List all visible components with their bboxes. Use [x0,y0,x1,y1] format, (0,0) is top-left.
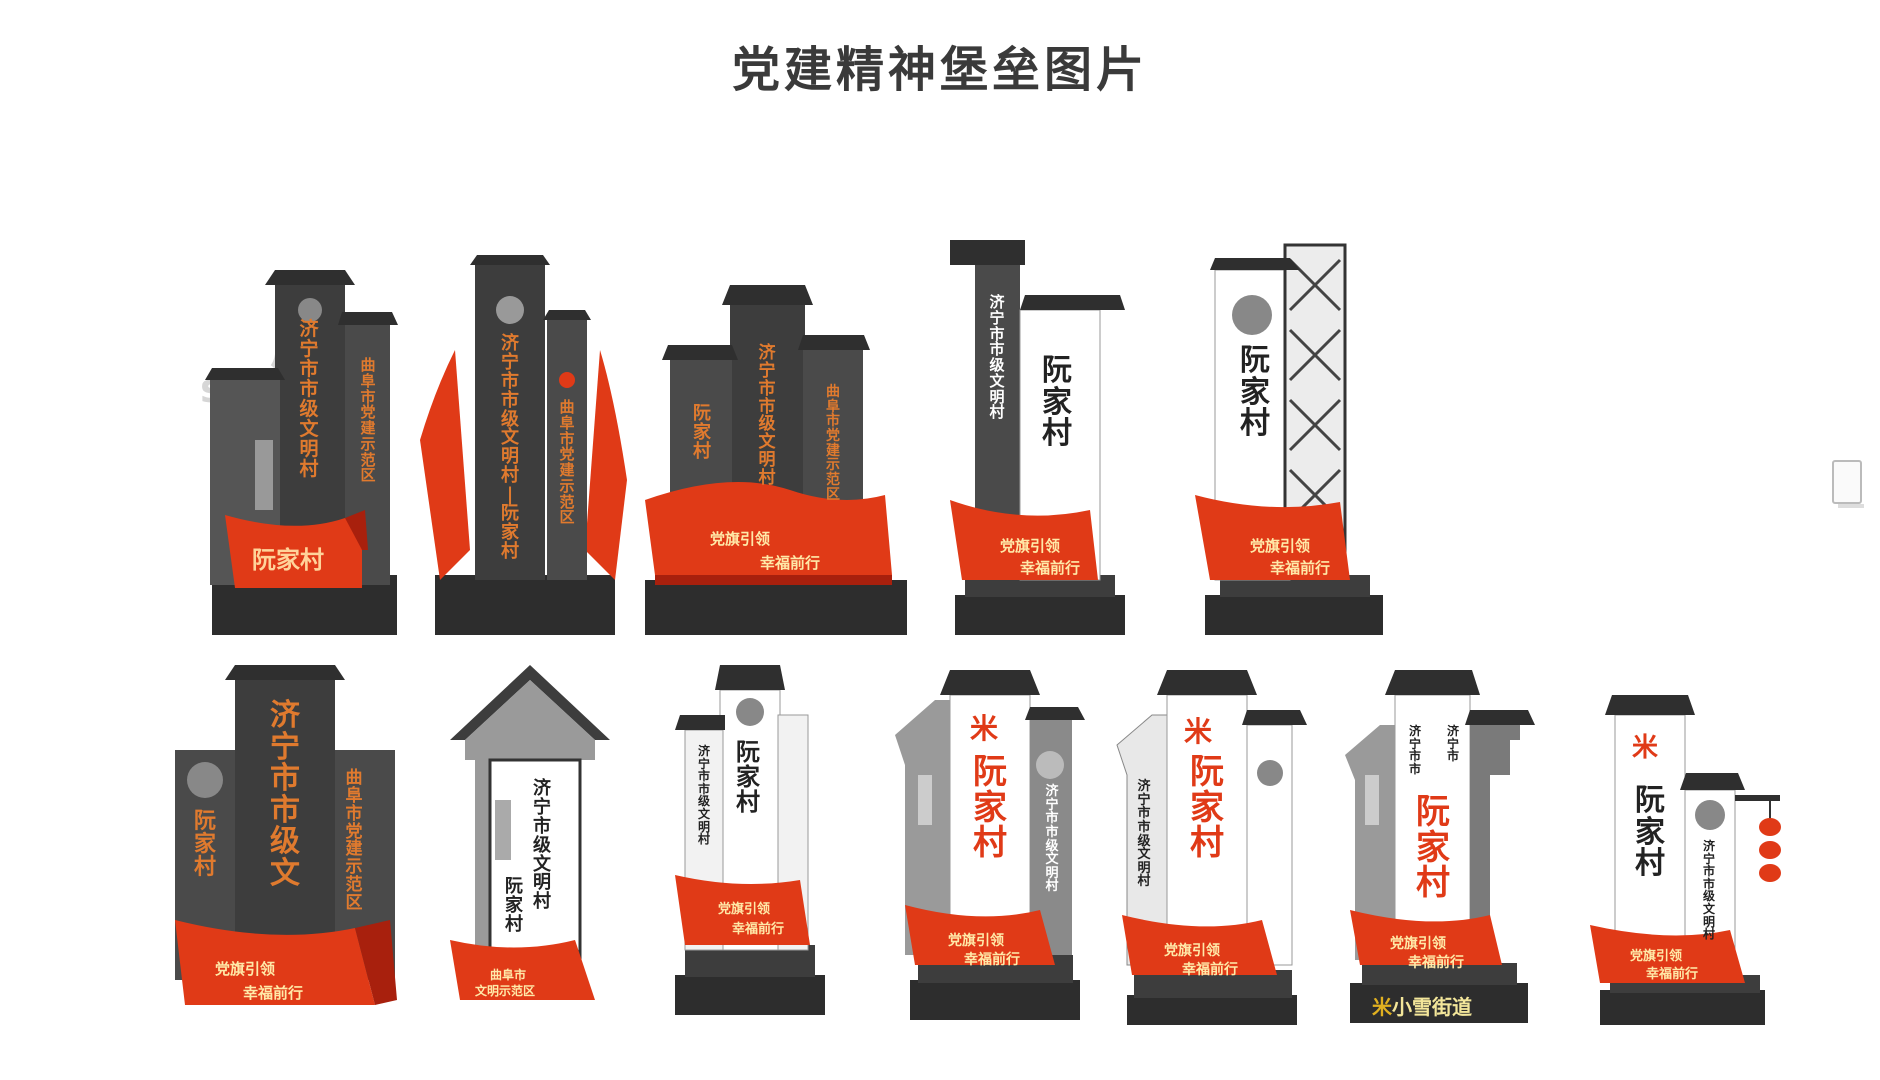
monument-3-shape [645,285,907,635]
slogan-1: 党旗引领 [1630,949,1683,964]
vertical-text-village: 阮家村 [1240,343,1270,441]
monument-9-shape [895,670,1085,1020]
vertical-text-civil: 济宁市市级文明村 [1702,839,1715,942]
slogan-2: 幸福前行 [964,952,1020,968]
page-title: 党建精神堡垒图片 [731,42,1148,98]
monument-5-shape [1195,243,1383,635]
monument-8-shape [675,665,825,1015]
vertical-text-village: 阮家村 [1635,783,1665,881]
monument-6: 济宁市市级文 阮家村 曲阜市党建示范区 党旗引领 幸福前行 [165,660,405,1020]
slogan-2: 幸福前行 [1020,559,1081,577]
monument-12-shape [1590,695,1781,1025]
vertical-text-civil: 济宁市级文明村 [533,778,551,913]
monument-1: 济宁市市级文明村 曲阜市党建示范区 阮家村 [200,250,410,640]
slogan-2: 幸福前行 [1646,967,1699,982]
vertical-text-village: 阮家村 [1042,353,1072,451]
vertical-text-demo: 曲阜市党建示范区 [360,356,376,485]
slogan-1: 党旗引领 [215,960,276,978]
slogan-1: 党旗引领 [948,933,1004,949]
monument-6-shape [175,665,397,1005]
slogan-2: 幸福前行 [760,554,821,572]
vertical-text-civil: 济宁市市级文 [270,698,300,891]
vertical-text-village: 阮家村 [973,752,1007,864]
slogan-2: 幸福前行 [1182,962,1238,978]
monument-7-shape [450,665,610,1000]
monument-12: 米 阮家村 济宁市市级文明村 党旗引领 幸福前行 [1580,685,1800,1025]
vertical-text-civil: 济宁市市级文明村|阮家村 [501,333,519,562]
slogan-1: 党旗引领 [718,902,771,917]
document-icon[interactable] [1832,460,1864,508]
vertical-text-civil: 济宁市市级文明村 [299,318,319,480]
vertical-text-village: 阮家村 [505,876,523,935]
slogan-1: 党旗引领 [1390,936,1446,952]
monument-11: 济宁市市 济宁市 阮家村 党旗引领 幸福前行 米小雪街道 [1340,665,1550,1025]
mini-logo-text: 米 [970,712,999,745]
slogan-2: 幸福前行 [1270,559,1331,577]
slogan-1: 党旗引领 [1164,943,1220,959]
vertical-text-demo: 曲阜市党建示范区 [345,768,363,913]
monument-2-shape [420,255,627,635]
vertical-text-demo: 曲阜市党建示范区 [559,398,575,527]
vertical-text-village: 阮家村 [736,738,760,817]
vertical-text-village: 阮家村 [1416,792,1450,904]
monument-8: 济宁市市级文明村 阮家村 党旗引领 幸福前行 [670,660,830,1020]
monument-7: 济宁市级文明村 阮家村 曲阜市 文明示范区 [445,660,625,1020]
street-sign: 米小雪街道 [1372,995,1472,1019]
vertical-text-civil: 济宁市市级文明村 [1137,779,1151,890]
vertical-text-demo: 曲阜市党建示范区 [826,384,840,503]
monument-10: 米 阮家村 济宁市市级文明村 党旗引领 幸福前行 [1112,665,1317,1025]
slogan-2: 幸福前行 [732,922,785,937]
vertical-text-village: 阮家村 [193,809,216,881]
mini-logo-text: 米 [1632,733,1659,763]
vertical-text-village: 阮家村 [693,403,711,462]
monument-9: 米 阮家村 济宁市市级文明村 党旗引领 幸福前行 [890,665,1100,1025]
mini-logo-text: 米 [1184,715,1213,748]
street-logo-icon: 米 [1372,995,1392,1019]
monument-4-shape [950,240,1125,635]
vertical-text-civil-2: 济宁市 [1446,724,1459,764]
vertical-text-civil: 济宁市市级文明村 [989,293,1005,422]
slogan-1: 党旗引领 [1000,537,1061,555]
vertical-text-civil: 济宁市市 [1408,724,1421,776]
vertical-text-village: 阮家村 [1190,752,1224,864]
small-note-1: 曲阜市 [490,968,527,982]
monument-4: 济宁市市级文明村 阮家村 党旗引领 幸福前行 [940,235,1140,640]
monument-1-shape [205,270,398,635]
slogan-2: 幸福前行 [243,984,304,1002]
monument-11-shape [1345,670,1535,1023]
monument-10-shape [1116,670,1307,1025]
vertical-text-civil: 济宁市市级文明村 [697,744,710,847]
monument-3: 济宁市市级文明村 阮家村 曲阜市党建示范区 党旗引领 幸福前行 [640,275,910,640]
vertical-text-civil: 济宁市市级文明村 [758,343,776,488]
village-name: 阮家村 [252,546,324,574]
slogan-1: 党旗引领 [1250,537,1311,555]
vertical-text-civil: 济宁市市级文明村 [1045,784,1059,895]
monument-5: 阮家村 党旗引领 幸福前行 [1190,240,1390,640]
slogan-1: 党旗引领 [710,530,771,548]
slogan-2: 幸福前行 [1408,955,1464,971]
small-note-2: 文明示范区 [475,984,536,998]
monument-2: 济宁市市级文明村|阮家村 曲阜市党建示范区 [415,250,635,640]
